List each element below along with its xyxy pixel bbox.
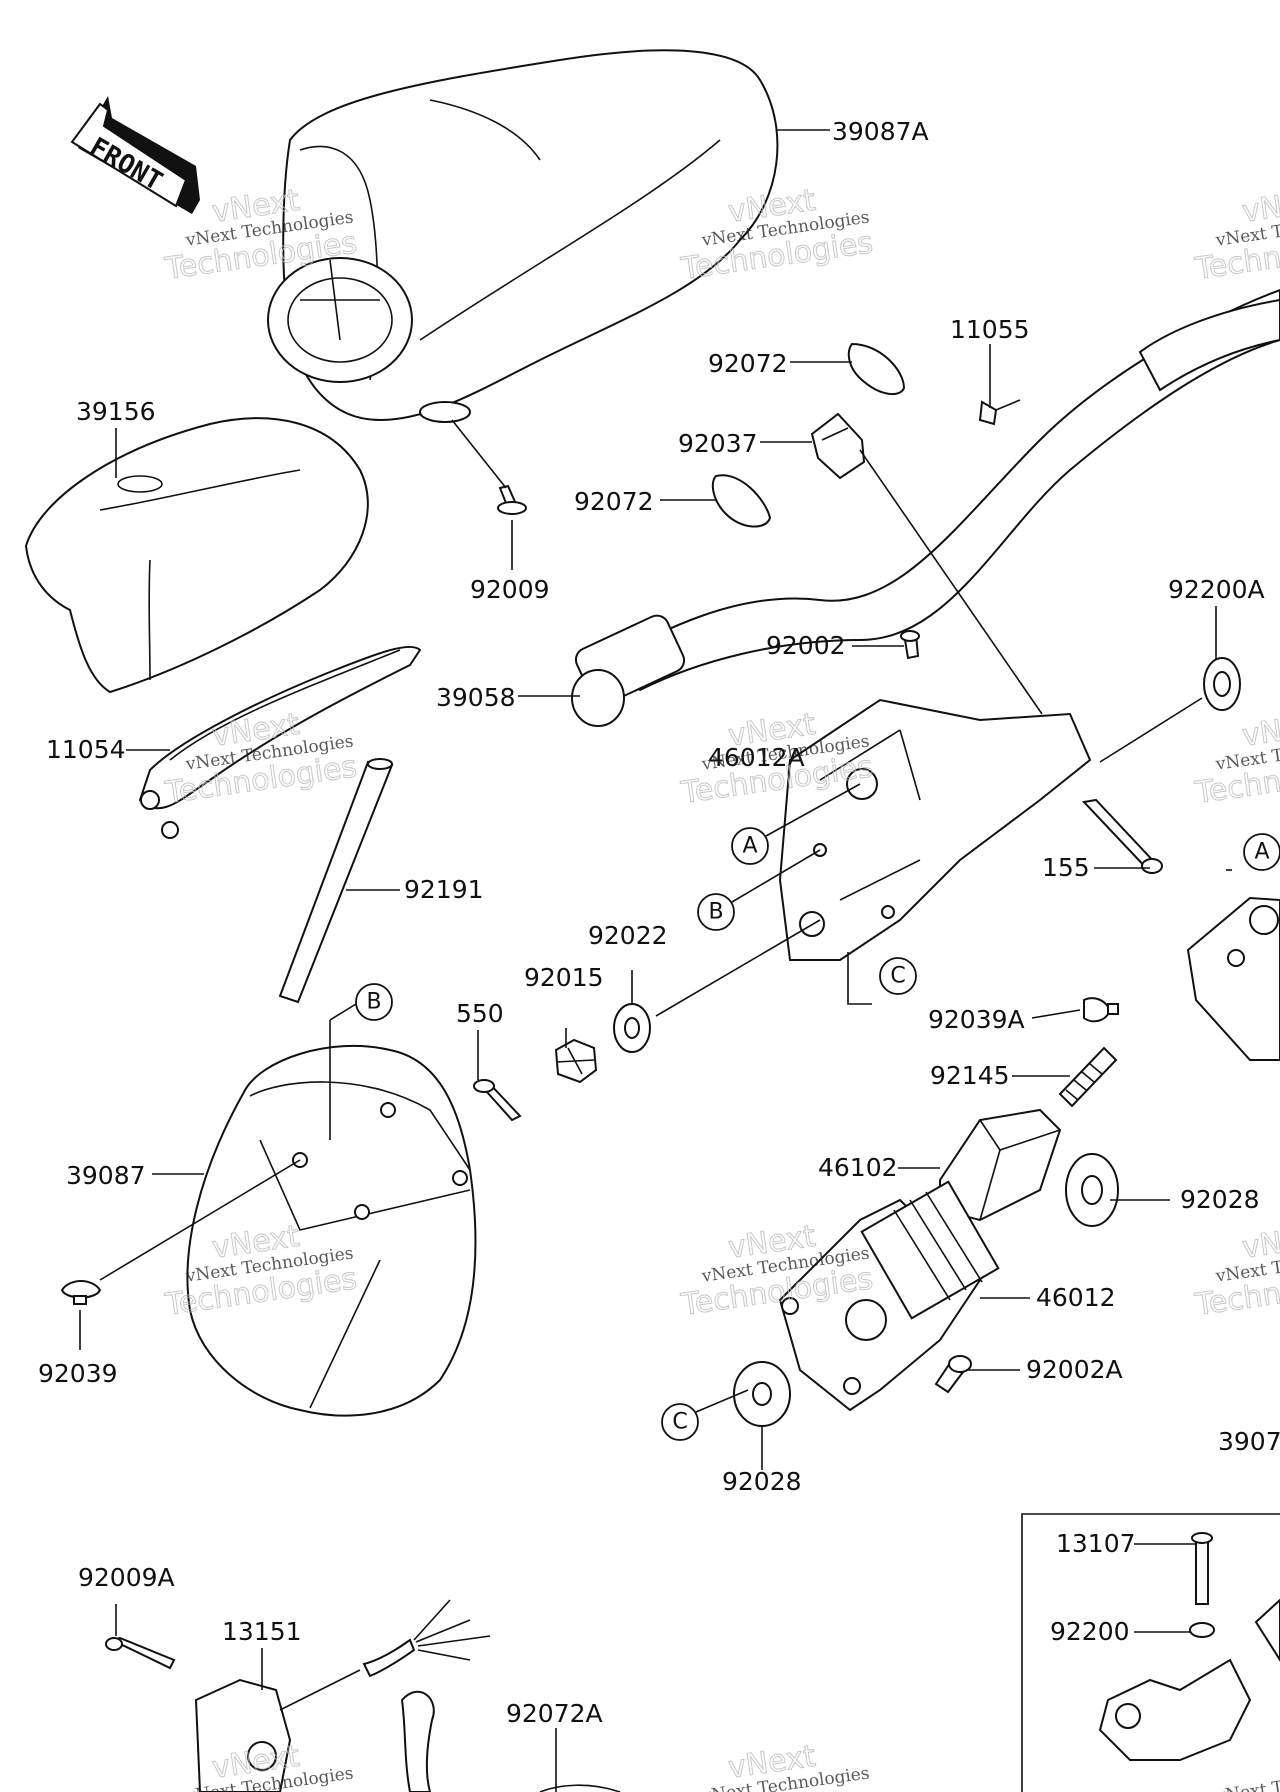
bolt-92009 <box>497 484 527 515</box>
washer-92028-b <box>733 1361 791 1427</box>
ref-marker-A1: A <box>731 783 861 865</box>
washer-92028-a <box>1065 1153 1119 1227</box>
label-92072-a: 92072 <box>708 349 788 378</box>
rivet-92039A <box>1083 997 1119 1023</box>
rivet-92039 <box>60 1280 102 1305</box>
watermark: vNext vNext Technologies Technologies <box>1192 1218 1280 1323</box>
ref-marker-A1-label: A <box>742 834 757 859</box>
switch-13151 <box>105 1599 621 1792</box>
washer-92200A <box>1203 657 1241 711</box>
label-11055: 11055 <box>950 315 1030 344</box>
label-46012A: 46012A <box>708 743 805 772</box>
leader-lines <box>79 129 1232 1792</box>
label-92037: 92037 <box>678 429 758 458</box>
svg-text:vNext Technologies: vNext Technologies <box>1214 1763 1280 1792</box>
label-39156: 39156 <box>76 397 156 426</box>
spring-92145 <box>1058 1046 1118 1108</box>
label-92009: 92009 <box>470 575 550 604</box>
label-550: 550 <box>456 999 504 1028</box>
bolt-92002A <box>934 1355 972 1394</box>
clip-11055 <box>978 399 1021 426</box>
ref-marker-C2-label: C <box>672 1410 687 1435</box>
ref-marker-C1-label: C <box>890 964 905 989</box>
ref-marker-B2: B <box>355 983 393 1021</box>
ref-marker-C2: C <box>661 1389 749 1441</box>
cover-39156 <box>24 417 369 694</box>
label-92002A: 92002A <box>1026 1355 1123 1384</box>
label-92072A: 92072A <box>506 1699 603 1728</box>
pin-550 <box>473 1078 522 1122</box>
label-39087A: 39087A <box>832 117 929 146</box>
washer-92022 <box>613 1003 651 1053</box>
cover-39087A <box>267 49 779 423</box>
label-92200A: 92200A <box>1168 575 1265 604</box>
label-46012: 46012 <box>1036 1283 1116 1312</box>
label-46102: 46102 <box>818 1153 898 1182</box>
band-92072-b <box>711 474 772 528</box>
inset-box-3907 <box>1021 1513 1280 1792</box>
label-92028-a: 92028 <box>1180 1185 1260 1214</box>
gear-46012 <box>778 1180 1000 1412</box>
label-3907: 3907 <box>1218 1427 1280 1456</box>
label-39087: 39087 <box>66 1161 146 1190</box>
cover-39087 <box>186 1044 477 1417</box>
label-92191: 92191 <box>404 875 484 904</box>
screw-92002 <box>900 630 920 660</box>
label-39058: 39058 <box>436 683 516 712</box>
label-11054: 11054 <box>46 735 126 764</box>
watermark: vNext Technologies <box>1214 1763 1280 1792</box>
label-13107: 13107 <box>1056 1529 1136 1558</box>
band-92072-a <box>847 342 906 396</box>
handlebar-39058 <box>571 288 1280 727</box>
ref-marker-B2-label: B <box>366 990 381 1015</box>
label-92002: 92002 <box>766 631 846 660</box>
front-arrow-marker: FRONT <box>70 96 200 214</box>
label-92022: 92022 <box>588 921 668 950</box>
clip-92037 <box>810 412 866 480</box>
label-155: 155 <box>1042 853 1090 882</box>
label-92028-b: 92028 <box>722 1467 802 1496</box>
label-92039A: 92039A <box>928 1005 1025 1034</box>
bracket-right-A <box>1186 896 1280 1061</box>
label-92145: 92145 <box>930 1061 1010 1090</box>
watermark: vNext vNext Technologies <box>700 1738 871 1792</box>
bracket-46012A <box>778 698 1092 961</box>
watermark: vNext vNext Technologies Technologies <box>162 706 360 811</box>
bolt-155 <box>1081 798 1163 874</box>
watermark: vNext vNext Technologies Technologies <box>1192 182 1280 287</box>
ref-marker-C1: C <box>879 957 917 995</box>
ref-marker-B1-label: B <box>708 900 723 925</box>
label-92039: 92039 <box>38 1359 118 1388</box>
ref-marker-B1: B <box>697 849 821 931</box>
label-92015: 92015 <box>524 963 604 992</box>
nut-92015 <box>554 1038 598 1084</box>
watermark: vNext vNext Technologies Technologies <box>1192 706 1280 811</box>
label-92072-b: 92072 <box>574 487 654 516</box>
ref-marker-A2: A <box>1243 833 1280 871</box>
label-92200: 92200 <box>1050 1617 1130 1646</box>
bracket-11054 <box>138 645 422 839</box>
part-labels: 39087A 39156 92009 11054 92191 39058 920… <box>38 117 1280 1728</box>
tube-92191 <box>278 758 394 1004</box>
label-13151: 13151 <box>222 1617 302 1646</box>
ref-marker-A2-label: A <box>1254 840 1269 865</box>
label-92009A: 92009A <box>78 1563 175 1592</box>
